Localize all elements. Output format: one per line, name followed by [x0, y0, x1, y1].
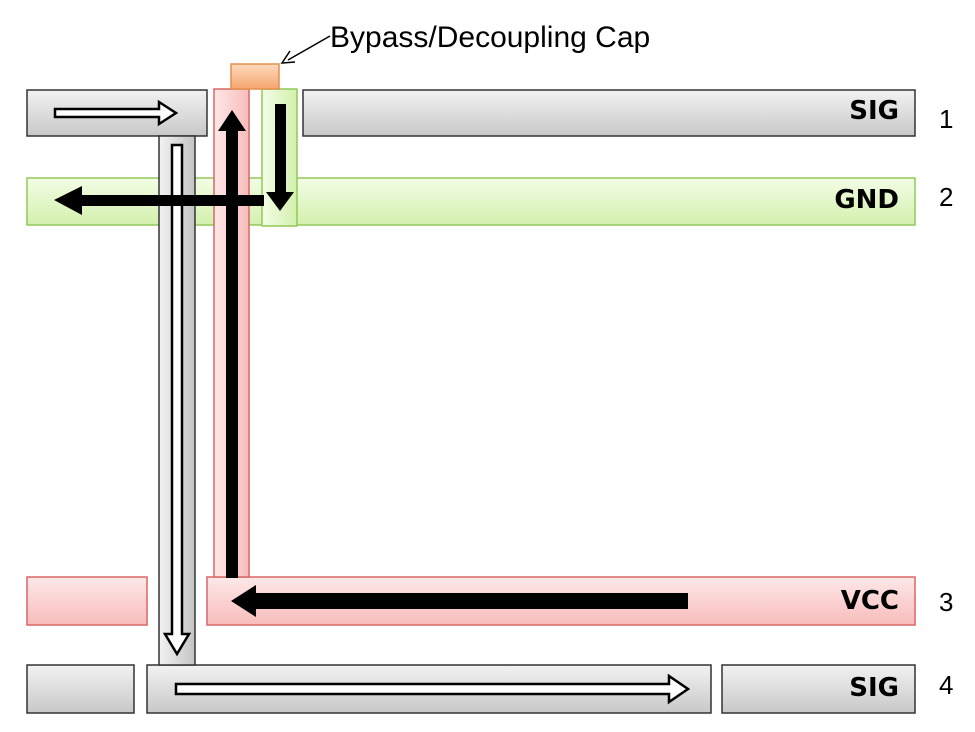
- callout-arrow: [280, 35, 331, 64]
- vcc-return-arrow-left: [231, 585, 688, 617]
- layer-4-number: 4: [939, 670, 953, 700]
- layer-4-label: SIG: [849, 673, 899, 703]
- signal-arrow-via-down: [162, 143, 192, 657]
- vcc-plane-left: [26, 576, 148, 626]
- sig-top-trace-right: [302, 89, 916, 137]
- vcc-return-arrow-up: [218, 110, 246, 578]
- layer-1-label: SIG: [849, 96, 899, 126]
- callout-label: Bypass/Decoupling Cap: [330, 21, 650, 54]
- sig-bottom-trace-left: [26, 664, 135, 714]
- layer-2-label: GND: [834, 185, 899, 215]
- gnd-return-arrow-down: [266, 104, 294, 211]
- signal-arrow-bottom: [174, 673, 691, 705]
- layer-3-number: 3: [939, 587, 953, 617]
- sig-bottom-trace-right: [721, 664, 916, 714]
- layer-1-number: 1: [939, 104, 953, 134]
- gnd-return-arrow-left: [54, 186, 264, 215]
- layer-2-number: 2: [939, 182, 953, 212]
- layer-3-label: VCC: [841, 586, 899, 616]
- signal-arrow-top: [53, 99, 179, 127]
- capacitor: [230, 63, 280, 90]
